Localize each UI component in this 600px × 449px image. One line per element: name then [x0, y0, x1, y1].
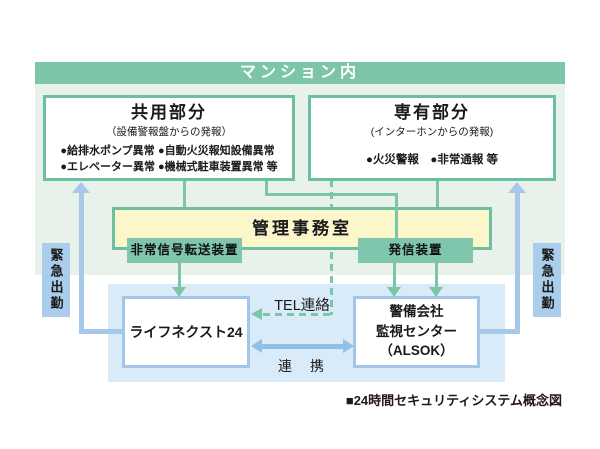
tel-arrowhead-icon: [251, 308, 262, 320]
line-common-to-office: [183, 180, 186, 208]
arrow-transmitter-to-security-line-2: [435, 262, 438, 287]
bullet-item: ●エレベーター異常: [60, 161, 155, 174]
private-area-box: 専有部分 (インターホンからの発報) ●火災警報 ●非常通報 等: [308, 95, 556, 181]
lifenext24-box: ライフネクスト24: [122, 296, 250, 368]
private-area-title: 専有部分: [394, 103, 470, 122]
security-company-line: 監視センター: [376, 323, 457, 339]
line-common-to-transmitter-stub: [265, 180, 268, 196]
cooperation-arrowhead-right-icon: [343, 339, 354, 353]
tel-contact-label: TEL連絡: [274, 298, 330, 314]
emergency-left-horizontal-line: [84, 329, 124, 334]
mansion-header: マンション内: [35, 62, 565, 84]
diagram-caption: ■24時間セキュリティシステム概念図: [345, 393, 562, 408]
bullet-item: ●自動火災報知設備異常: [157, 145, 275, 158]
security-company-line: （ALSOK）: [379, 343, 454, 359]
arrow-transfer-to-lifenext-head-icon: [172, 287, 186, 297]
line-private-to-office: [436, 180, 439, 208]
common-area-box: 共用部分 （設備警報盤からの発報） ●給排水ポンプ異常 ●エレベーター異常 ●自…: [43, 95, 295, 181]
security-company-line: 警備会社: [389, 304, 444, 319]
bullet-item: ●給排水ポンプ異常: [60, 145, 155, 158]
arrow-transmitter-to-security-head-icon-1: [387, 287, 401, 297]
line-common-to-transmitter-vertical: [395, 193, 398, 240]
common-area-title: 共用部分: [131, 103, 207, 122]
emergency-dispatch-label-left: 緊急出勤: [42, 243, 70, 317]
arrow-transmitter-to-security-line-1: [393, 262, 396, 287]
emergency-dispatch-label-right: 緊急出勤: [533, 243, 561, 317]
transmitter-device-label: 発信装置: [358, 238, 473, 263]
arrow-transfer-to-lifenext-line: [178, 262, 181, 287]
common-area-bullet-list: ●給排水ポンプ異常 ●エレベーター異常 ●自動火災報知設備異常 ●機械式駐車装置…: [46, 144, 292, 176]
cooperation-label: 連 携: [278, 358, 326, 374]
private-area-subtitle: (インターホンからの発報): [370, 126, 494, 139]
cooperation-arrowhead-left-icon: [251, 339, 262, 353]
emergency-right-arrowhead-icon: [508, 182, 526, 193]
bullet-item: ●機械式駐車装置異常 等: [157, 161, 278, 174]
management-office-label: 管理事務室: [252, 219, 352, 238]
common-area-subtitle: （設備警報盤からの発報）: [106, 126, 232, 139]
mansion-header-label: マンション内: [239, 64, 360, 81]
emergency-left-vertical-line: [79, 192, 84, 334]
emergency-left-arrowhead-icon: [72, 182, 90, 193]
private-area-bullet-list: ●火災警報 ●非常通報 等: [365, 154, 499, 167]
emergency-right-vertical-line: [515, 192, 520, 334]
lifenext24-label: ライフネクスト24: [129, 324, 243, 340]
security-company-box: 警備会社 監視センター （ALSOK）: [353, 296, 480, 368]
dashed-line-tel-horizontal: [263, 313, 330, 316]
emergency-signal-transfer-device-label: 非常信号転送装置: [127, 238, 242, 263]
cooperation-arrow-line: [262, 344, 343, 349]
arrow-transmitter-to-security-head-icon-2: [429, 287, 443, 297]
emergency-right-horizontal-line: [478, 329, 517, 334]
